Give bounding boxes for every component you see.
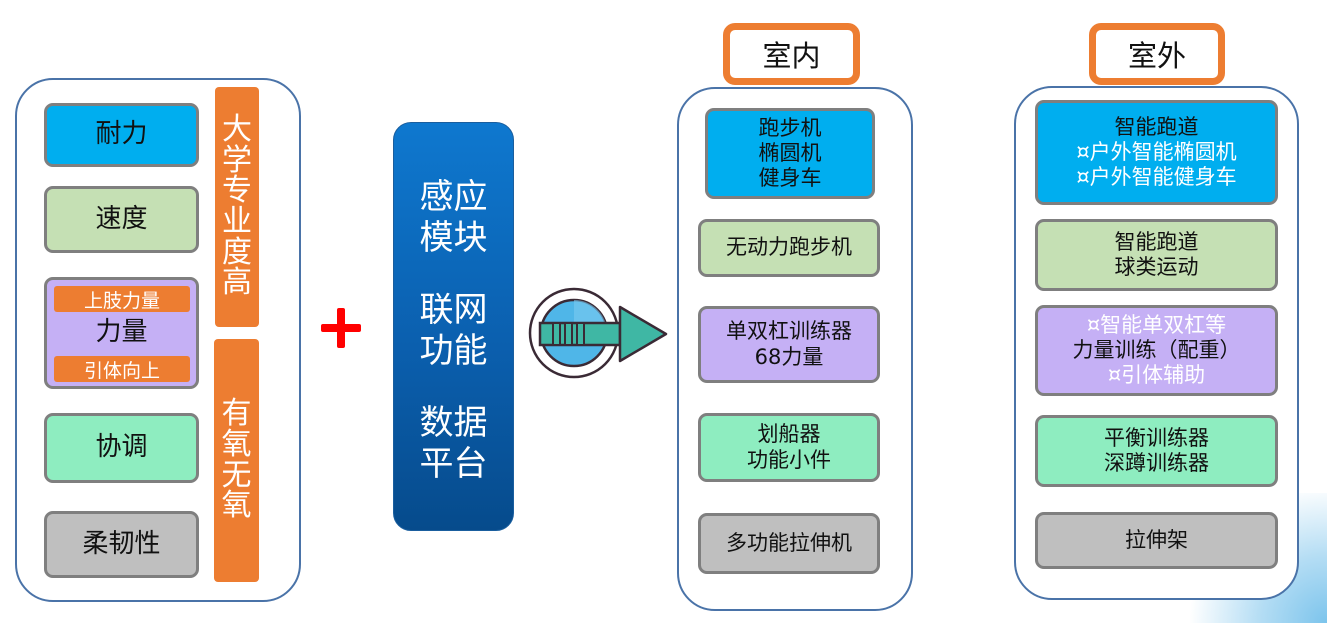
vertical-text: 有氧无氧 <box>221 396 252 524</box>
item-line: 68力量 <box>754 344 824 369</box>
item-line: 跑步机 <box>758 115 822 140</box>
upper-body-strength-tag: 上肢力量 <box>54 286 190 312</box>
indoor-item-curved-treadmill: 无动力跑步机 <box>698 219 880 277</box>
item-line: 拉伸架 <box>1125 527 1188 552</box>
item-line: ¤引体辅助 <box>1107 363 1206 388</box>
ability-label: 耐力 <box>95 119 148 150</box>
networking-function-text: 联网功能 <box>419 289 488 371</box>
outdoor-item-ball-sports: 智能跑道 球类运动 <box>1035 219 1278 291</box>
item-line: 深蹲训练器 <box>1104 451 1209 475</box>
indoor-header: 室内 <box>723 23 860 85</box>
indoor-header-label: 室内 <box>762 39 821 73</box>
plus-icon <box>318 305 364 351</box>
item-line: ¤智能单双杠等 <box>1086 312 1227 337</box>
pull-up-tag: 引体向上 <box>54 356 190 382</box>
circular-arrow-icon <box>528 287 668 379</box>
ability-speed: 速度 <box>44 186 199 253</box>
item-line: 单双杠训练器 <box>726 319 852 344</box>
item-line: 无动力跑步机 <box>726 235 852 260</box>
indoor-item-bar-trainer: 单双杠训练器 68力量 <box>698 306 880 383</box>
ability-label: 力量 <box>95 317 148 348</box>
arrow-head <box>618 305 668 363</box>
arrow-stripe <box>564 322 573 346</box>
item-line: 多功能拉伸机 <box>726 530 852 555</box>
vertical-text: 大学专业度高 <box>222 112 252 301</box>
data-platform-text: 数据平台 <box>419 402 488 484</box>
outdoor-item-stretch-rack: 拉伸架 <box>1035 512 1278 569</box>
indoor-item-stretch-machine: 多功能拉伸机 <box>698 513 880 574</box>
item-line: 球类运动 <box>1114 255 1199 279</box>
outdoor-item-smart-track: 智能跑道 ¤户外智能椭圆机 ¤户外智能健身车 <box>1035 100 1278 205</box>
ability-coordination: 协调 <box>44 413 199 483</box>
ability-label: 速度 <box>95 203 148 234</box>
item-line: 智能跑道 <box>1114 229 1199 254</box>
item-line: ¤户外智能健身车 <box>1076 165 1237 190</box>
item-line: ¤户外智能椭圆机 <box>1076 139 1237 164</box>
item-line: 划船器 <box>757 422 821 447</box>
sensing-module-text: 感应模块 <box>419 176 488 258</box>
outdoor-header: 室外 <box>1089 23 1225 85</box>
arrow-stripe <box>576 322 585 346</box>
item-line: 健身车 <box>758 166 822 191</box>
ability-flexibility: 柔韧性 <box>44 511 199 578</box>
ability-label: 柔韧性 <box>82 528 161 559</box>
item-line: 力量训练（配重） <box>1072 337 1241 362</box>
aerobic-anaerobic-bar: 有氧无氧 <box>214 339 259 582</box>
arrow-stripe <box>552 322 561 346</box>
item-line: 平衡训练器 <box>1104 425 1209 450</box>
outdoor-item-strength-training: ¤智能单双杠等 力量训练（配重） ¤引体辅助 <box>1035 305 1278 396</box>
item-line: 椭圆机 <box>758 140 822 165</box>
outdoor-item-balance-squat: 平衡训练器 深蹲训练器 <box>1035 415 1278 487</box>
indoor-item-cardio: 跑步机 椭圆机 健身车 <box>705 108 875 199</box>
item-line: 功能小件 <box>747 447 831 472</box>
ability-endurance: 耐力 <box>44 103 199 167</box>
item-line: 智能跑道 <box>1114 114 1199 139</box>
indoor-item-rowing: 划船器 功能小件 <box>698 413 880 482</box>
professional-level-bar: 大学专业度高 <box>215 87 259 327</box>
outdoor-header-label: 室外 <box>1127 39 1186 73</box>
smart-module-panel: 感应模块 联网功能 数据平台 <box>393 122 514 531</box>
ability-label: 协调 <box>95 432 148 463</box>
